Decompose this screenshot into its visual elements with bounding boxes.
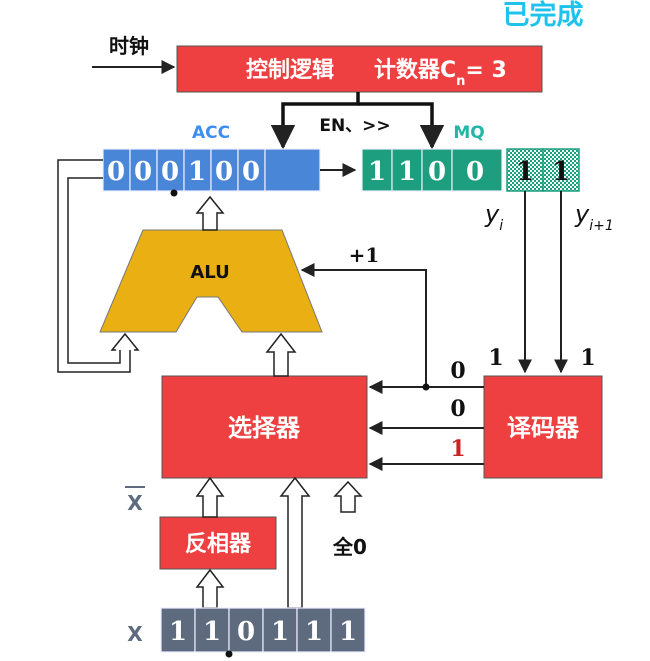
decoder-output-value: 0: [450, 396, 465, 422]
decoder-input-value: 1: [488, 345, 503, 371]
decoder-input-value: 1: [580, 345, 595, 371]
alu-label: ALU: [190, 262, 229, 283]
control-logic-label: 控制逻辑: [246, 57, 334, 83]
mq-bit: 1: [398, 157, 416, 187]
mq-control-arrow: [358, 102, 445, 150]
x-cell: [262, 607, 298, 653]
x-bit: 1: [203, 617, 221, 647]
acc-feedback-arrowhead: [110, 332, 140, 351]
selector-label: 选择器: [228, 414, 301, 442]
acc-bit: 0: [242, 157, 260, 187]
decoder-box: [483, 375, 603, 479]
acc-register: 0 0 0 1 0 0: [102, 148, 321, 197]
selector-box: [161, 375, 368, 479]
x-to-selector-arrow: [279, 476, 311, 609]
clock-label: 时钟: [109, 34, 149, 58]
x-to-inverter-arrow: [195, 568, 225, 609]
selector-to-alu-arrow: [265, 332, 297, 377]
alu-shape: [99, 229, 323, 333]
inverter-to-selector-arrow: [195, 476, 225, 518]
all-zero-label: 全0: [332, 535, 367, 559]
acc-control-arrow: [270, 92, 360, 150]
mq-cell: [391, 148, 423, 192]
acc-feedback-outer: [57, 159, 131, 373]
acc-bit: 0: [134, 157, 152, 187]
acc-bit: 0: [215, 157, 233, 187]
mq-cell: [451, 148, 503, 192]
x-bit: 1: [305, 617, 323, 647]
acc-cell: [156, 148, 185, 192]
acc-cell: [210, 148, 239, 192]
x-cell: [160, 607, 196, 653]
x-register: 1 1 0 1 1 1: [160, 607, 366, 658]
x-bit: 1: [169, 617, 187, 647]
mq-checker-cell: [506, 148, 544, 192]
status-label: 已完成: [503, 0, 584, 31]
xbar-label: X: [127, 491, 143, 515]
bus-label: EN、>>: [319, 116, 390, 136]
acc-cell: [102, 148, 131, 192]
mq-cell: [361, 148, 393, 192]
mq-register: 1 1 0 0 1 1: [361, 148, 580, 192]
yi1-label: yi+1: [574, 200, 614, 234]
inverter-box: [159, 516, 277, 570]
all-zero-arrow: [333, 480, 363, 513]
acc-junction-dot: [170, 189, 178, 197]
acc-cell-extra: [264, 148, 321, 192]
mq-bit: 0: [428, 157, 446, 187]
mq-checker-cell: [542, 148, 580, 192]
x-bit: 1: [339, 617, 357, 647]
inverter-label: 反相器: [185, 532, 252, 557]
x-bit: 1: [271, 617, 289, 647]
mq-checker-bit: 1: [552, 157, 570, 187]
yi-label: yi: [484, 200, 503, 234]
x-cell: [330, 607, 366, 653]
x-cell: [296, 607, 332, 653]
acc-feedback-inner: [67, 177, 121, 364]
acc-bit: 1: [188, 157, 206, 187]
x-label: X: [127, 622, 143, 646]
mq-bit: 0: [466, 157, 484, 187]
decoder-label: 译码器: [507, 414, 580, 442]
alu-to-acc-arrow: [195, 195, 225, 231]
junction-dot: [422, 383, 430, 391]
plus-one-label: +1: [349, 243, 380, 267]
x-bit: 0: [237, 617, 255, 647]
x-cell: [228, 607, 264, 653]
mq-bit: 1: [368, 157, 386, 187]
mq-cell: [421, 148, 453, 192]
mq-checker-bit: 1: [516, 157, 534, 187]
decoder-output-value: 0: [450, 358, 465, 384]
x-junction-dot: [225, 650, 233, 658]
acc-bit: 0: [161, 157, 179, 187]
counter-label: 计数器Cn= 3: [374, 57, 507, 89]
plus-one-arrow: [300, 263, 427, 387]
acc-label: ACC: [192, 123, 230, 143]
acc-bit: 0: [107, 157, 125, 187]
mq-label: MQ: [453, 123, 484, 143]
decoder-output-value: 1: [450, 436, 465, 462]
